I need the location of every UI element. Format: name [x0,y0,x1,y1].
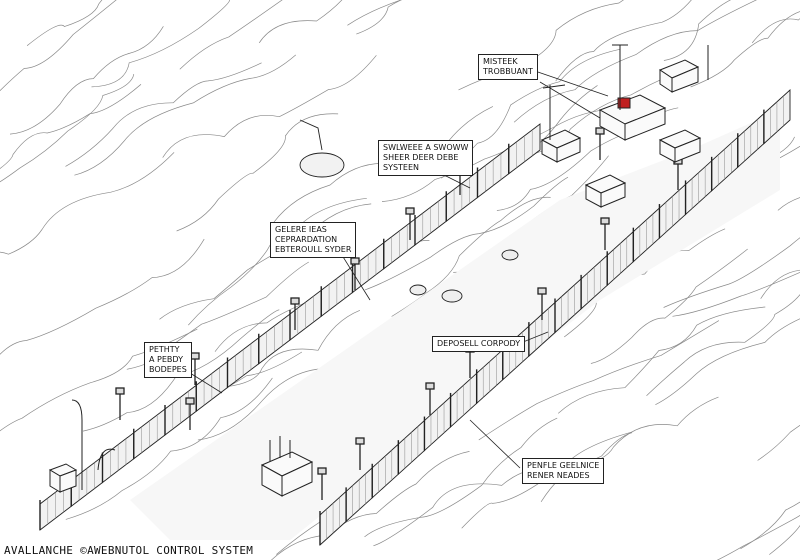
terrain-stroke [513,0,758,123]
terrain-stroke [655,318,800,406]
terrain-stroke [716,514,800,560]
terrain-stroke [740,501,800,550]
terrain-stroke [751,18,800,44]
terrain-stroke [590,248,748,364]
terrain-stroke [270,451,470,560]
terrain-stroke [690,11,800,88]
label-snow-system: SWLWEEE A SWOWW SHEER DEER DEBE SYSTEEN [378,140,474,176]
sensor-head [350,257,360,265]
terrain-stroke [347,0,402,26]
terrain-stroke [162,55,377,158]
terrain-stroke [9,26,164,135]
sensor-head [425,382,435,390]
terrain-stroke [65,62,262,167]
terrain-stroke [663,0,732,61]
sensor-head [355,437,365,445]
bunker-equipment [48,399,314,497]
terrain-stroke [176,113,339,232]
terrain-stroke [26,0,103,46]
sensor-head [115,387,125,395]
sensor-head [405,207,415,215]
terrain-stroke [0,152,175,255]
sensor-head [595,127,605,135]
terrain-stroke [672,272,800,317]
terrain-stroke [563,228,726,338]
label-center-station: GELERE IEAS CEPRARDATION EBTEROULL SYDER [270,222,357,258]
terrain-stroke [0,0,117,92]
control-station [540,44,709,208]
sensor-head [185,397,195,405]
callout-leaders [181,69,609,469]
diagram-caption: AVALLANCHE ©AWEBNUTOL CONTROL SYSTEM [4,544,254,557]
label-monitor-top: MISTEEK TROBBUANT [478,54,538,80]
left-retaining-wall [39,123,541,531]
terrain-stroke [478,320,720,441]
terrain-stroke [159,203,372,320]
terrain-stroke [364,176,569,291]
terrain-stroke [91,0,231,88]
terrain-stroke [0,74,135,183]
terrain-stroke [373,431,632,547]
terrain-stroke [646,294,800,397]
terrain-stroke [555,0,692,82]
terrain-stroke [258,0,343,44]
channel-debris [409,249,519,303]
label-penalty: PETHTY A PEBDY BODEPES [144,342,192,378]
terrain-stroke [0,84,142,169]
terrain-stroke [74,54,297,176]
terrain-stroke [0,238,205,355]
terrain-stroke [557,306,766,414]
terrain-stroke [356,0,402,35]
channel-floor [130,110,780,540]
upper-slope-structure [299,119,345,178]
terrain-stroke [757,424,800,461]
sensor-head [600,217,610,225]
terrain-stroke [769,524,800,555]
terrain-stroke [188,197,367,326]
label-deposit-corridor: DEPOSELL CORPODY [432,336,526,352]
sensor-head [537,287,547,295]
label-right-monitor: PENFLE GEELNICE RENER NEADES [522,458,605,484]
sensor-head [190,352,200,360]
sensor-head [317,467,327,475]
terrain-stroke [65,377,273,520]
terrain-stroke [381,108,615,202]
sensor-head [290,297,300,305]
terrain-stroke [179,0,283,70]
terrain-stroke [760,269,800,299]
terrain-stroke [364,417,558,538]
terrain-stroke [663,237,800,308]
right-retaining-wall [319,88,791,547]
